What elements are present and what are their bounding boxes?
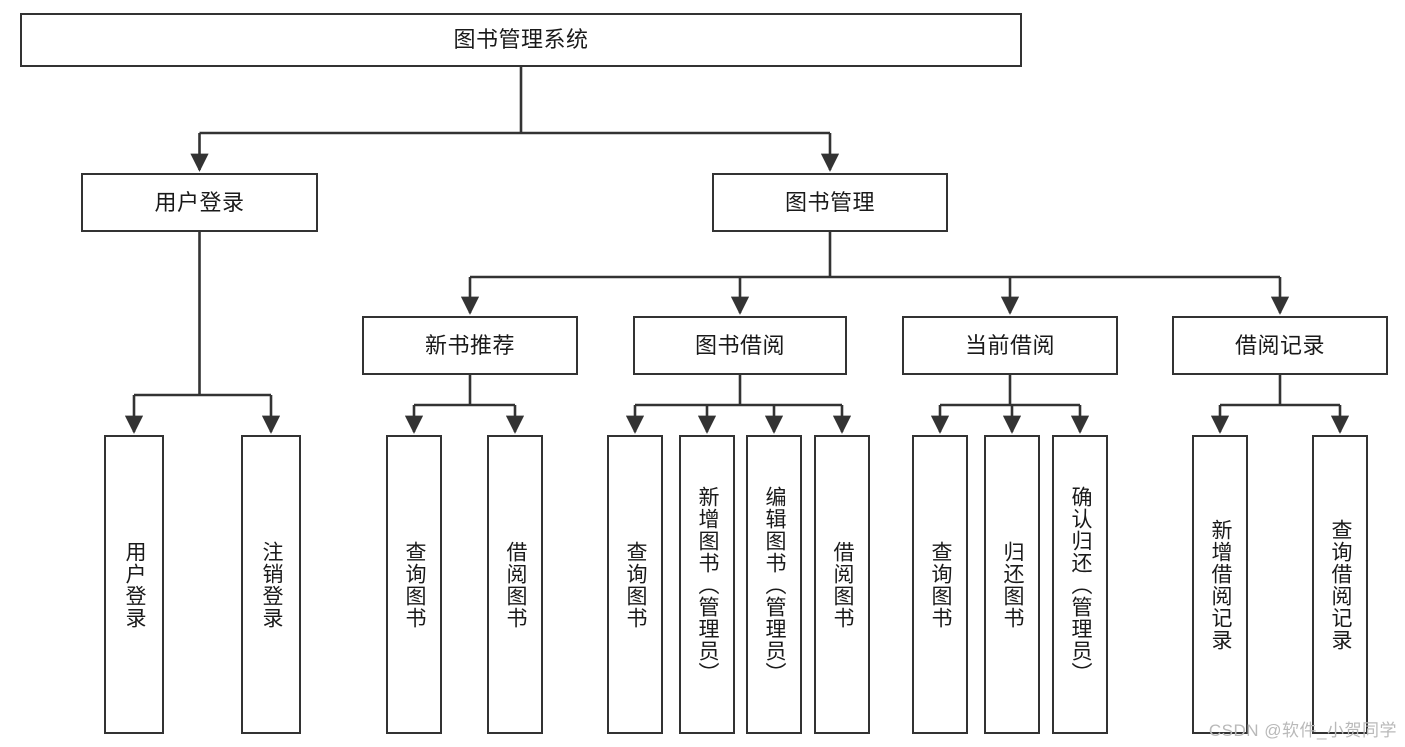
node-label: 编辑图书（管理员） [763, 485, 787, 684]
node-user-login[interactable]: 用户登录 [81, 173, 318, 232]
node-leaf-borrow-add[interactable]: 新增图书（管理员） [679, 435, 735, 734]
node-label: 确认归还（管理员） [1069, 485, 1093, 684]
node-leaf-borrow-edit[interactable]: 编辑图书（管理员） [746, 435, 802, 734]
node-leaf-rec-query[interactable]: 查询图书 [386, 435, 442, 734]
node-leaf-user-logout[interactable]: 注销登录 [241, 435, 301, 734]
node-label: 借阅图书 [504, 540, 528, 629]
node-leaf-rec-add[interactable]: 新增借阅记录 [1192, 435, 1248, 734]
node-label: 图书管理系统 [453, 27, 589, 53]
node-root[interactable]: 图书管理系统 [20, 13, 1022, 67]
node-label: 查询图书 [403, 540, 427, 629]
node-leaf-borrow-query[interactable]: 查询图书 [607, 435, 663, 734]
node-book-borrow[interactable]: 图书借阅 [633, 316, 847, 375]
node-label: 图书借阅 [694, 332, 785, 358]
node-label: 用户登录 [123, 540, 147, 629]
node-book-manage[interactable]: 图书管理 [712, 173, 948, 232]
node-label: 借阅记录 [1234, 332, 1325, 358]
watermark-text: CSDN @软件_小贺同学 [1208, 721, 1397, 740]
node-label: 新增借阅记录 [1209, 518, 1233, 651]
node-label: 查询借阅记录 [1329, 518, 1353, 651]
node-current-borrow[interactable]: 当前借阅 [902, 316, 1118, 375]
node-leaf-rec-borrow[interactable]: 借阅图书 [487, 435, 543, 734]
node-new-book-rec[interactable]: 新书推荐 [362, 316, 578, 375]
node-leaf-borrow-lend[interactable]: 借阅图书 [814, 435, 870, 734]
node-leaf-user-login[interactable]: 用户登录 [104, 435, 164, 734]
node-label: 新书推荐 [424, 332, 515, 358]
node-label: 新增图书（管理员） [696, 485, 720, 684]
node-label: 查询图书 [624, 540, 648, 629]
node-leaf-rec-search[interactable]: 查询借阅记录 [1312, 435, 1368, 734]
node-leaf-cur-return[interactable]: 归还图书 [984, 435, 1040, 734]
node-label: 借阅图书 [831, 540, 855, 629]
node-label: 用户登录 [154, 189, 245, 215]
node-leaf-cur-confirm[interactable]: 确认归还（管理员） [1052, 435, 1108, 734]
node-borrow-record[interactable]: 借阅记录 [1172, 316, 1388, 375]
node-label: 当前借阅 [964, 332, 1055, 358]
node-label: 注销登录 [260, 540, 284, 629]
node-label: 归还图书 [1001, 540, 1025, 629]
node-label: 查询图书 [929, 540, 953, 629]
node-leaf-cur-query[interactable]: 查询图书 [912, 435, 968, 734]
node-label: 图书管理 [784, 189, 875, 215]
